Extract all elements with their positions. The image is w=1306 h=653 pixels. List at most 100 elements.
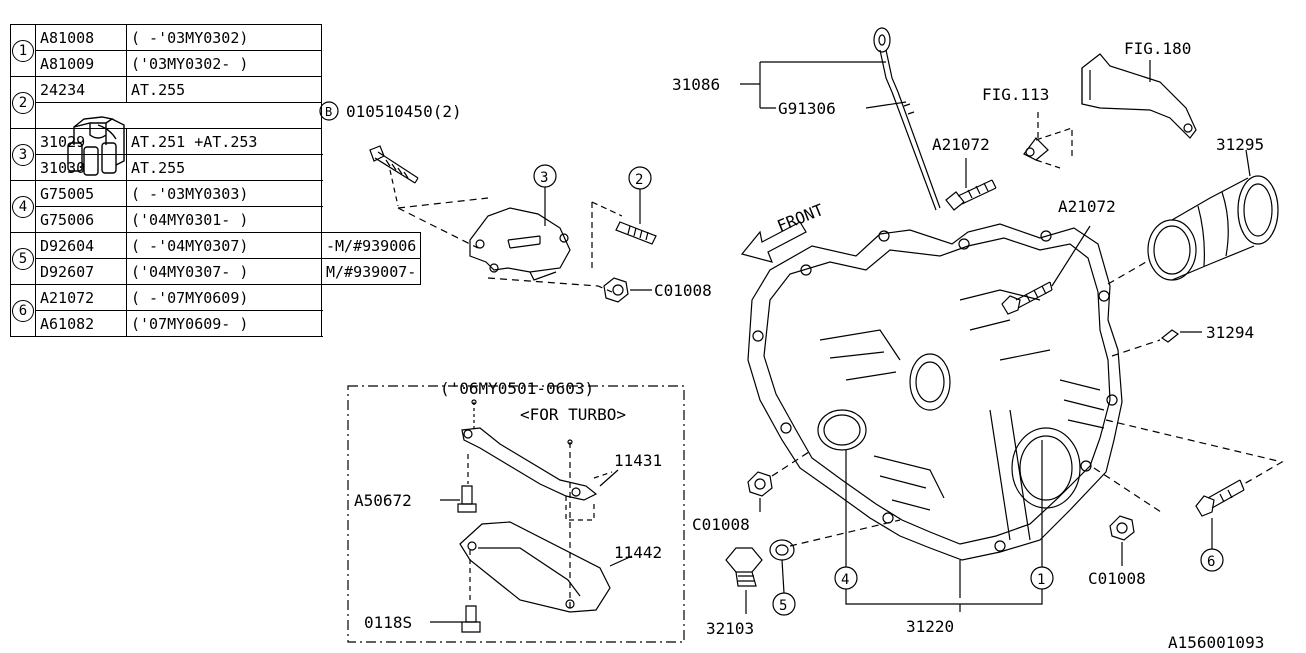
ref-number: 1: [12, 39, 34, 62]
table-row: D92607 ('04MY0307- ) M/#939007-: [11, 258, 422, 285]
table-row: 4 G75005 ( -'03MY0303): [10, 180, 421, 233]
drawing-number: A156001093: [1168, 633, 1264, 652]
leader-line: [397, 197, 613, 293]
label-a50672[interactable]: A50672: [354, 491, 412, 510]
leader-line: [1111, 339, 1161, 357]
leader-line: [781, 559, 785, 594]
bolt-a50672[interactable]: [457, 485, 477, 513]
bolt-010510450[interactable]: [369, 145, 419, 184]
leader-line: [599, 469, 619, 487]
part-number[interactable]: 31030: [35, 154, 127, 181]
bolt-a21072-6[interactable]: [1195, 479, 1245, 517]
leader-line: [1245, 149, 1251, 177]
leader-line: [1093, 467, 1165, 515]
gasket-d92604[interactable]: [769, 539, 795, 561]
label-c01008[interactable]: C01008: [1088, 569, 1146, 588]
ref-number: 6: [12, 299, 34, 322]
nut-c01008-left[interactable]: [747, 471, 773, 497]
part-number[interactable]: 24234: [35, 76, 127, 103]
bolt-a21072-mid[interactable]: [1001, 281, 1053, 315]
bolt-b-marker: [319, 101, 339, 121]
table-row: 31030 AT.255: [11, 154, 421, 181]
bolt-0118s[interactable]: [461, 605, 481, 633]
leader-line: [1107, 261, 1147, 285]
part-number[interactable]: A81008: [35, 24, 127, 51]
applicability: ('03MY0302- ): [126, 50, 322, 77]
label-31220[interactable]: 31220: [906, 617, 954, 636]
part-number[interactable]: D92604: [35, 232, 127, 259]
oil-seal[interactable]: [817, 409, 867, 451]
label-0118s[interactable]: 0118S: [364, 613, 412, 632]
leader-line: [591, 201, 623, 268]
table-row: 5 D92604 ( -'04MY0307) -M/#939006: [10, 232, 422, 285]
part-number[interactable]: A21072: [35, 284, 127, 311]
applicability: AT.255: [126, 154, 322, 181]
label-fig180[interactable]: FIG.180: [1124, 39, 1191, 58]
table-row: A61082 ('07MY0609- ): [11, 310, 421, 337]
table-row: 6 A21072 ( -'07MY0609): [10, 284, 421, 337]
point-marker: [471, 399, 477, 405]
transmission-case-31220[interactable]: [747, 223, 1123, 598]
stay-11431[interactable]: [461, 427, 598, 501]
drain-plug-32103[interactable]: [725, 547, 763, 587]
label-31295[interactable]: 31295: [1216, 135, 1264, 154]
table-row: G75006 ('04MY0301- ): [11, 206, 421, 233]
leader-line: [789, 519, 901, 547]
front-label: FRONT: [774, 200, 826, 236]
part-number[interactable]: A81009: [35, 50, 127, 77]
fig113-clip: [1023, 137, 1049, 161]
label-31294[interactable]: 31294: [1206, 323, 1254, 342]
clip-illustration-cell: [35, 102, 322, 176]
callout-1-text: 1: [1037, 572, 1045, 588]
clip-illustration: [67, 116, 125, 176]
leader-line: [845, 440, 1043, 612]
label-11431[interactable]: 11431: [614, 451, 662, 470]
label-fig113[interactable]: FIG.113: [982, 85, 1049, 104]
part-number[interactable]: A61082: [35, 310, 127, 337]
label-g91306[interactable]: G91306: [778, 99, 836, 118]
leader-line: [389, 169, 399, 207]
table-row: A81009 ('03MY0302- ): [11, 50, 421, 77]
label-31086[interactable]: 31086: [672, 75, 720, 94]
applicability: ( -'07MY0609): [126, 284, 322, 311]
applicability: AT.251 +AT.253: [126, 128, 322, 155]
dipstick-31086[interactable]: [873, 27, 941, 211]
serial-note: -M/#939006: [320, 232, 422, 259]
applicability: ('04MY0307- ): [126, 258, 322, 285]
ref-number: 4: [12, 195, 34, 218]
bracket-31029[interactable]: [469, 207, 571, 281]
callout-5-text: 5: [779, 598, 787, 614]
fig180-bracket: [1081, 53, 1197, 139]
pin-31294[interactable]: [1160, 329, 1180, 343]
label-c01008[interactable]: C01008: [654, 281, 712, 300]
applicability: AT.255: [126, 76, 322, 103]
leader-line: [1035, 112, 1073, 169]
label-c01008[interactable]: C01008: [692, 515, 750, 534]
label-11442[interactable]: 11442: [614, 543, 662, 562]
ref-number: 2: [12, 91, 34, 114]
label-32103[interactable]: 32103: [706, 619, 754, 638]
ref-cell: 1: [10, 24, 36, 77]
cover-11442[interactable]: [459, 521, 611, 613]
callout-2-text: 2: [635, 172, 643, 188]
leader-line: [771, 449, 813, 477]
serial-note: M/#939007-: [320, 258, 422, 285]
nut-c01008-top[interactable]: [603, 277, 629, 303]
turbo-group-box: [347, 385, 685, 643]
leader-line: [740, 61, 907, 109]
nut-c01008-right[interactable]: [1109, 515, 1135, 541]
leader-line: [1051, 225, 1091, 287]
part-number[interactable]: G75006: [35, 206, 127, 233]
bolt-a21072-top[interactable]: [945, 179, 997, 211]
applicability: ('07MY0609- ): [126, 310, 322, 337]
label-a21072[interactable]: A21072: [1058, 197, 1116, 216]
stud-24234[interactable]: [615, 221, 657, 245]
table-row: [11, 102, 421, 176]
ref-number: 5: [12, 247, 34, 270]
leader-line: [609, 555, 633, 567]
ref-cell: 5: [10, 232, 36, 285]
label-010510450[interactable]: 010510450(2): [346, 102, 462, 121]
boot-31295[interactable]: [1147, 175, 1279, 281]
label-a21072[interactable]: A21072: [932, 135, 990, 154]
